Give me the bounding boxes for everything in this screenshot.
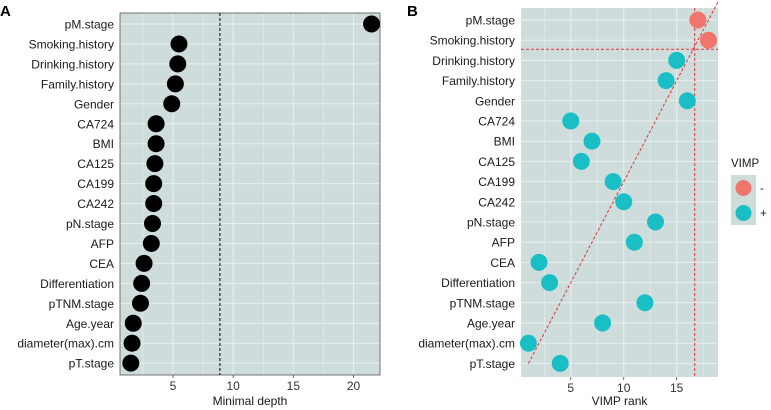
y-tick-label: pT.stage <box>470 357 516 371</box>
y-tick-label: CA242 <box>77 197 114 211</box>
data-point <box>146 155 164 173</box>
x-axis-title: Minimal depth <box>213 394 288 408</box>
y-tick-label: Differentiation <box>40 277 114 291</box>
data-point <box>689 11 707 29</box>
data-point <box>562 112 580 130</box>
data-point <box>551 354 569 372</box>
legend-key-positive <box>735 205 752 221</box>
plot-frame <box>119 12 381 376</box>
data-point <box>123 334 141 352</box>
x-tick-label: 5 <box>567 381 574 395</box>
y-tick-label: CA724 <box>77 117 114 131</box>
y-tick-label: pM.stage <box>65 18 115 32</box>
y-tick-label: pT.stage <box>69 357 115 371</box>
data-point <box>170 35 188 53</box>
x-tick-label: 10 <box>226 379 240 393</box>
y-tick-label: CA724 <box>478 115 515 129</box>
y-tick-label: pTNM.stage <box>450 296 516 310</box>
y-tick-label: Age.year <box>66 317 114 331</box>
data-point <box>519 334 537 352</box>
x-tick-label: 5 <box>170 379 177 393</box>
data-point <box>145 195 163 213</box>
y-tick-label: CA125 <box>478 155 515 169</box>
data-point <box>147 115 165 133</box>
y-tick-label: Family.history <box>41 77 114 91</box>
panel-b-label: B <box>407 3 418 20</box>
y-tick-label: AFP <box>492 236 515 250</box>
data-point <box>625 233 643 251</box>
data-point <box>657 72 675 90</box>
y-tick-label: CA199 <box>478 175 515 189</box>
data-point <box>147 135 165 153</box>
panel-a: ApM.stageSmoking.historyDrinking.history… <box>0 3 381 408</box>
y-tick-label: BMI <box>93 137 114 151</box>
data-point <box>169 55 187 73</box>
data-point <box>615 193 633 211</box>
y-tick-label: Drinking.history <box>31 57 114 71</box>
y-tick-label: pN.stage <box>66 217 114 231</box>
x-tick-label: 20 <box>347 379 361 393</box>
data-point <box>647 213 665 231</box>
data-point <box>636 294 654 312</box>
data-point <box>604 173 622 191</box>
y-tick-label: Family.history <box>442 74 515 88</box>
x-tick-label: 10 <box>617 381 631 395</box>
panel-b: BpM.stageSmoking.historyDrinking.history… <box>407 1 767 408</box>
y-tick-label: Gender <box>74 97 114 111</box>
data-point <box>363 15 381 33</box>
data-point <box>583 132 601 150</box>
y-tick-label: pTNM.stage <box>49 297 115 311</box>
plot-background <box>120 13 380 375</box>
legend-title: VIMP <box>731 158 759 170</box>
data-point <box>541 274 559 292</box>
y-tick-label: AFP <box>91 237 114 251</box>
data-point <box>142 234 160 252</box>
y-tick-label: Gender <box>475 94 515 108</box>
legend-label-positive: + <box>760 208 767 220</box>
y-tick-label: Drinking.history <box>432 54 515 68</box>
data-point <box>678 92 696 110</box>
data-point <box>124 314 142 332</box>
data-point <box>131 294 149 312</box>
data-point <box>594 314 612 332</box>
y-tick-label: pM.stage <box>466 14 516 28</box>
data-point <box>133 274 151 292</box>
data-point <box>163 95 181 113</box>
legend-label-negative: - <box>760 183 764 195</box>
data-point <box>145 175 163 193</box>
y-tick-label: pN.stage <box>467 216 515 230</box>
y-tick-label: CEA <box>490 256 515 270</box>
data-point <box>135 254 153 272</box>
y-tick-label: diameter(max).cm <box>418 337 515 351</box>
y-tick-label: Age.year <box>467 317 515 331</box>
y-tick-label: Smoking.history <box>29 37 114 51</box>
y-tick-label: CA125 <box>77 157 114 171</box>
y-tick-label: diameter(max).cm <box>17 337 114 351</box>
y-tick-label: Differentiation <box>441 276 515 290</box>
y-tick-label: BMI <box>494 135 515 149</box>
y-tick-label: CA199 <box>77 177 114 191</box>
data-point <box>122 354 140 372</box>
legend: VIMP - + <box>731 158 767 225</box>
y-tick-label: CEA <box>89 257 114 271</box>
x-tick-label: 15 <box>670 381 684 395</box>
plot-background <box>521 8 718 377</box>
y-tick-label: CA242 <box>478 195 515 209</box>
x-tick-label: 15 <box>287 379 301 393</box>
legend-key-negative <box>735 180 752 196</box>
data-point <box>699 31 717 49</box>
data-point <box>668 51 686 69</box>
panel-a-label: A <box>0 3 11 20</box>
data-point <box>572 152 590 170</box>
data-point <box>144 215 161 232</box>
x-axis-title: VIMP rank <box>592 394 649 408</box>
y-tick-label: Smoking.history <box>430 34 515 48</box>
data-point <box>166 75 184 93</box>
diagonal-reference-line <box>527 1 719 364</box>
data-point <box>530 253 548 271</box>
